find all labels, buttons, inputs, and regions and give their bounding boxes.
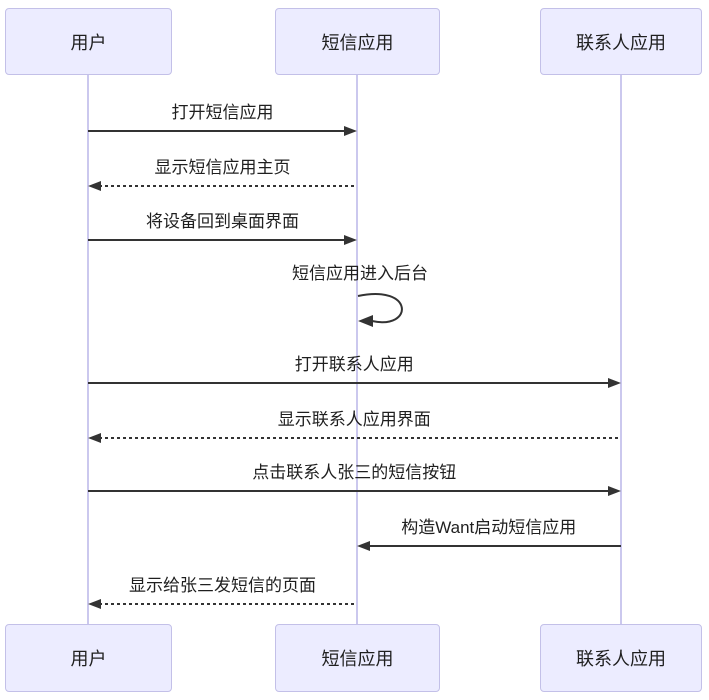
arrowhead-icon [88,181,101,191]
arrowhead-icon [344,235,357,245]
lifeline-sms-app [356,75,358,624]
self-message-arrow [356,290,426,337]
message-label: 将设备回到桌面界面 [146,212,299,231]
arrowhead-icon [88,433,101,443]
message-line [99,185,357,187]
arrowhead-icon [607,486,621,496]
actor-contacts-app-top: 联系人应用 [540,8,702,75]
message-label: 打开联系人应用 [294,355,414,374]
message-label: 构造Want启动短信应用 [401,518,577,537]
message-line [368,545,621,547]
actor-user-bottom: 用户 [5,624,172,692]
arrowhead-icon [607,378,621,388]
message-label: 短信应用进入后台 [292,264,428,283]
arrowhead-icon [88,599,101,609]
message-label: 点击联系人张三的短信按钮 [252,463,457,482]
message-line [99,437,621,439]
message-line [88,382,610,384]
lifeline-contacts-app [620,75,622,624]
arrowhead-icon [344,126,357,136]
message-line [88,490,610,492]
arrowhead-icon [357,541,370,551]
message-label: 打开短信应用 [171,103,274,122]
lifeline-user [87,75,89,624]
actor-contacts-app-bottom: 联系人应用 [540,624,702,692]
actor-sms-app-top: 短信应用 [275,8,440,75]
message-label: 显示给张三发短信的页面 [129,576,316,595]
message-line [88,239,346,241]
message-line [88,130,346,132]
message-label: 显示短信应用主页 [154,158,291,177]
actor-user-top: 用户 [5,8,172,75]
message-line [99,603,357,605]
actor-sms-app-bottom: 短信应用 [275,624,440,692]
message-label: 显示联系人应用界面 [277,410,431,429]
